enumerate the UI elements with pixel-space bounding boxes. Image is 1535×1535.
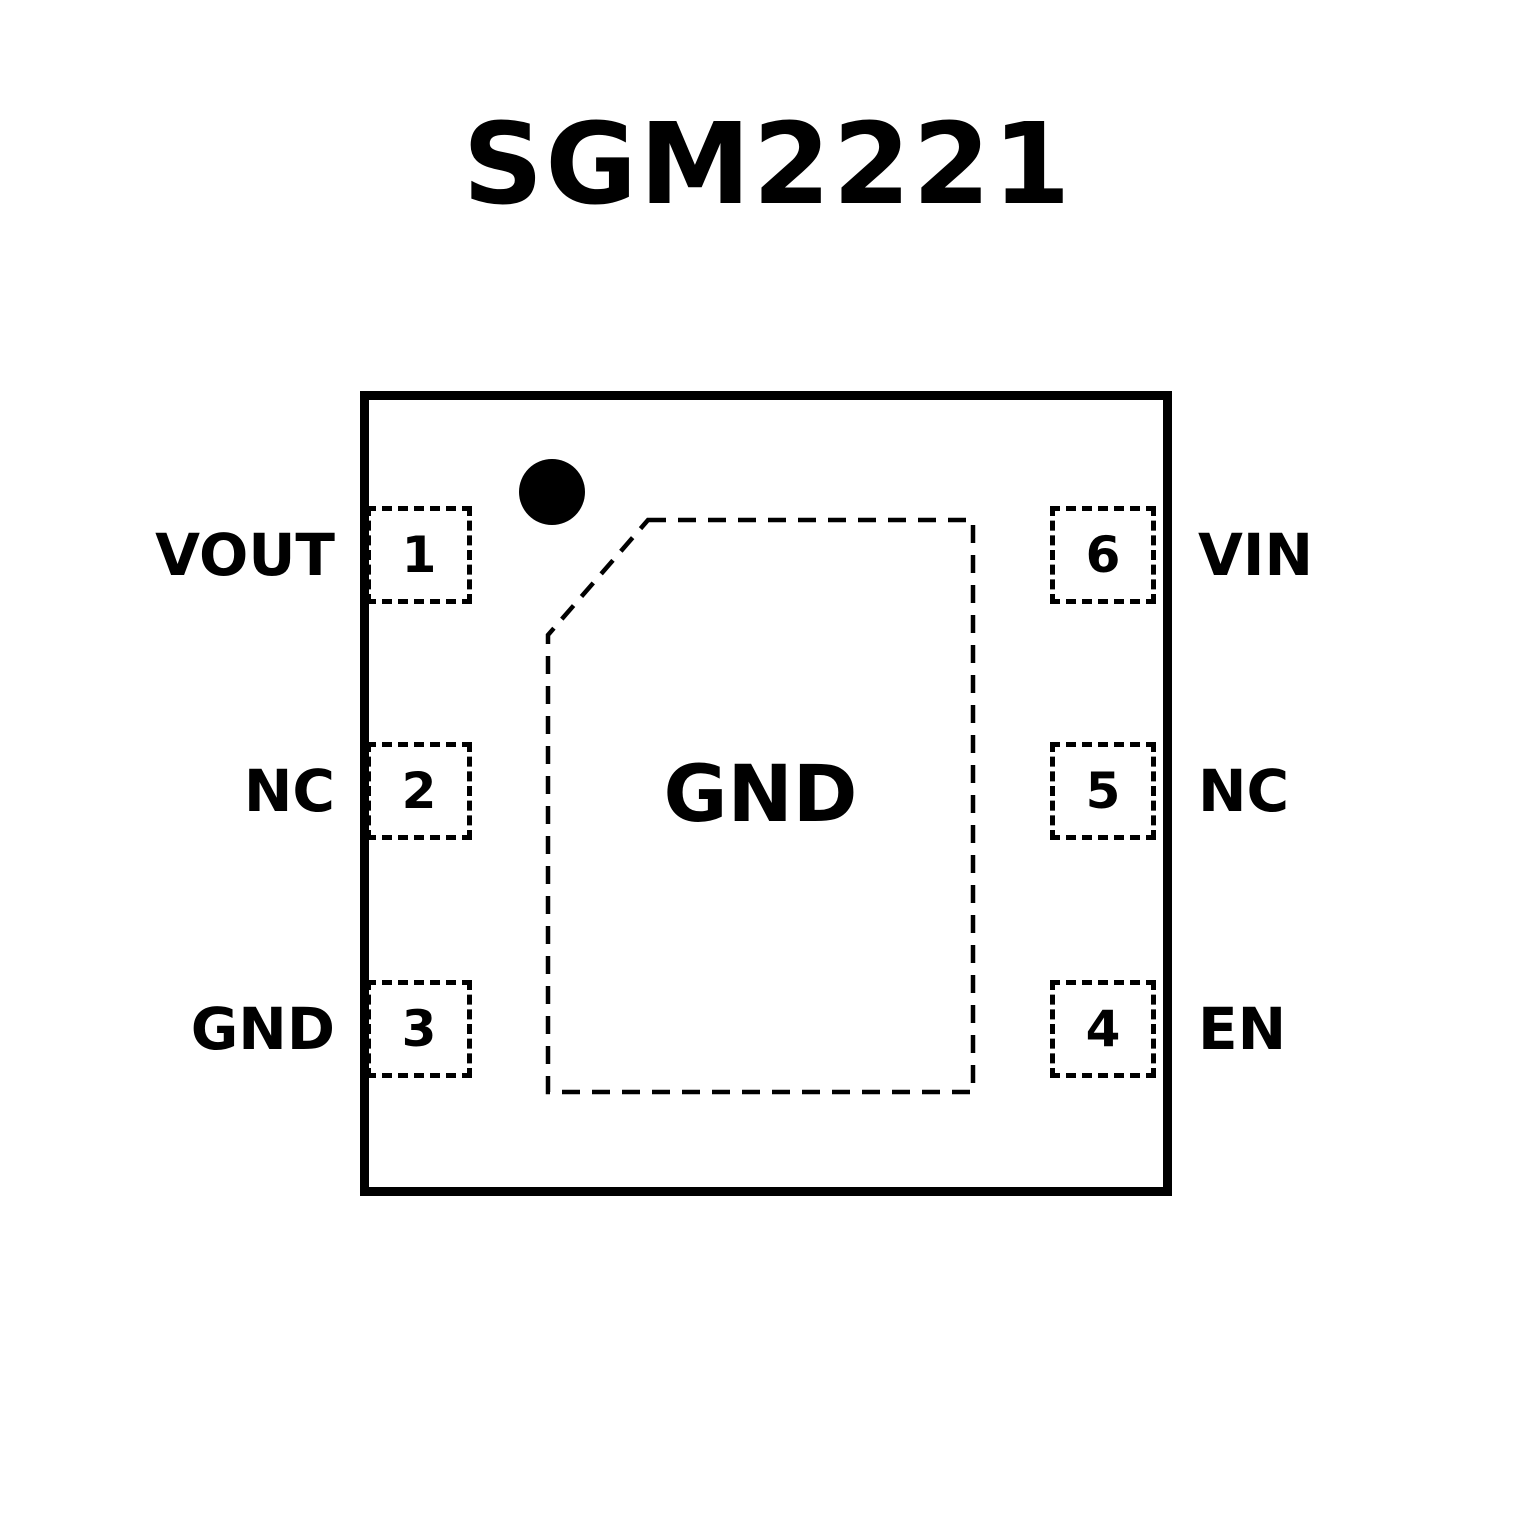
pin-number-2: 2 (401, 762, 437, 820)
pin-box-6: 6 (1050, 506, 1156, 604)
pin-number-5: 5 (1085, 762, 1121, 820)
pin-number-3: 3 (401, 1000, 437, 1058)
chip-body (360, 391, 1172, 1196)
pin-label-nc-right: NC (1198, 757, 1290, 825)
page-title: SGM2221 (462, 100, 1073, 230)
pin-box-3: 3 (366, 980, 472, 1078)
pin-label-vin: VIN (1198, 521, 1314, 589)
pin-box-2: 2 (366, 742, 472, 840)
pin-box-5: 5 (1050, 742, 1156, 840)
pin-number-6: 6 (1085, 526, 1121, 584)
pin-label-vout: VOUT (155, 521, 335, 589)
pin-box-1: 1 (366, 506, 472, 604)
thermal-pad-outline (545, 517, 976, 1095)
pin-label-gnd: GND (190, 995, 335, 1063)
pin-number-4: 4 (1085, 1000, 1121, 1058)
pin-label-nc-left: NC (243, 757, 335, 825)
pin-box-4: 4 (1050, 980, 1156, 1078)
pin-label-en: EN (1198, 995, 1287, 1063)
thermal-pad-label: GND (663, 750, 858, 840)
pin-number-1: 1 (401, 526, 437, 584)
pin1-indicator-dot (519, 459, 585, 525)
